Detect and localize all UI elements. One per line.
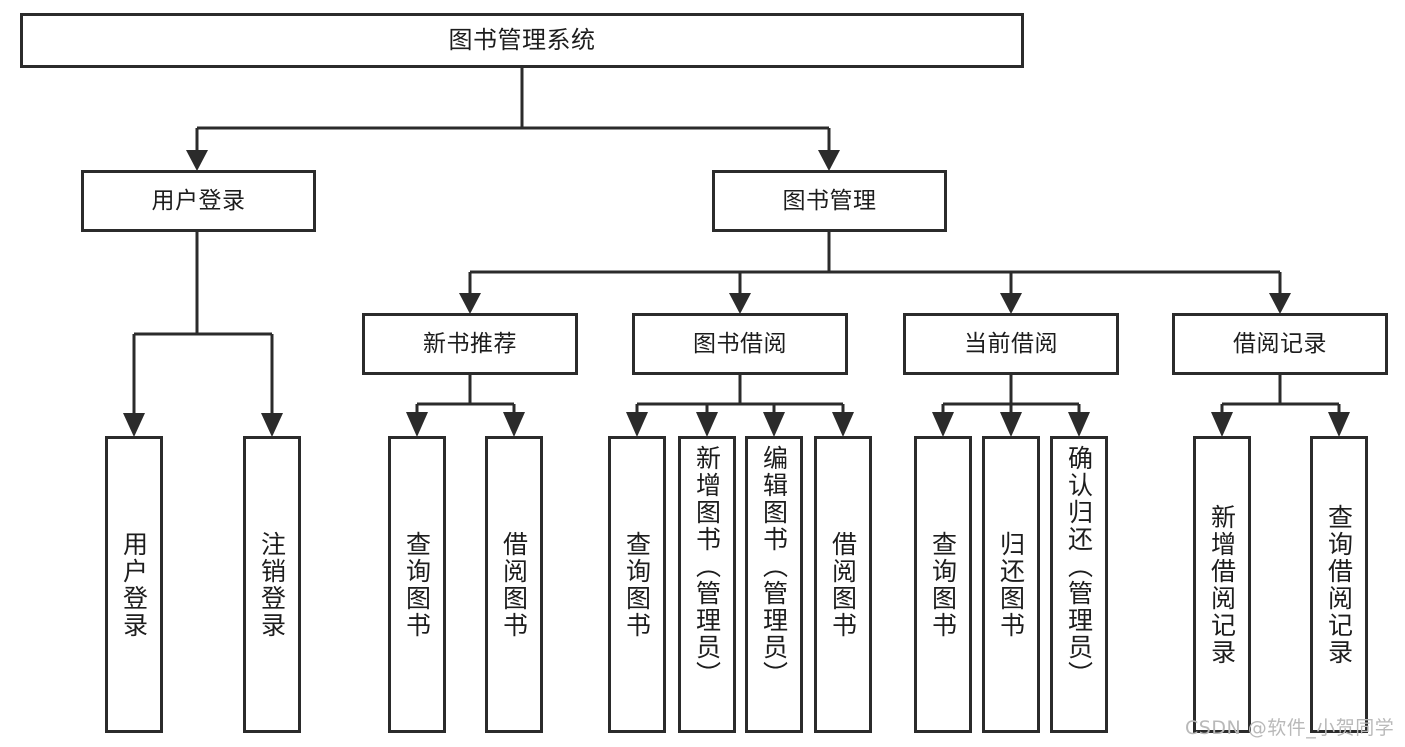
node-leaf-query-book-3[interactable]: 查询图书	[914, 436, 972, 733]
node-book-borrow-label: 图书借阅	[693, 330, 787, 357]
node-leaf-add-record-label: 新增借阅记录	[1207, 503, 1237, 666]
node-leaf-borrow-book-1-label: 借阅图书	[499, 530, 529, 639]
node-root[interactable]: 图书管理系统	[20, 13, 1024, 68]
node-user-login[interactable]: 用户登录	[81, 170, 316, 232]
node-new-book-rec-label: 新书推荐	[423, 330, 517, 357]
node-leaf-borrow-book-2-label: 借阅图书	[828, 530, 858, 639]
node-user-login-label: 用户登录	[151, 187, 246, 214]
node-borrow-record-label: 借阅记录	[1233, 330, 1327, 357]
node-leaf-logout[interactable]: 注销登录	[243, 436, 301, 733]
node-leaf-logout-label: 注销登录	[257, 530, 287, 639]
node-new-book-rec[interactable]: 新书推荐	[362, 313, 578, 375]
node-root-label: 图书管理系统	[448, 25, 596, 54]
node-leaf-borrow-book-2[interactable]: 借阅图书	[814, 436, 872, 733]
node-leaf-query-book-2[interactable]: 查询图书	[608, 436, 666, 733]
node-leaf-add-record[interactable]: 新增借阅记录	[1193, 436, 1251, 733]
node-current-borrow-label: 当前借阅	[964, 330, 1058, 357]
node-leaf-borrow-book-1[interactable]: 借阅图书	[485, 436, 543, 733]
node-leaf-query-book-1[interactable]: 查询图书	[388, 436, 446, 733]
node-leaf-query-record-label: 查询借阅记录	[1324, 503, 1354, 666]
node-leaf-user-login-label: 用户登录	[119, 530, 149, 639]
node-leaf-confirm-return-label: 确认归还（管理员）	[1064, 445, 1094, 688]
node-leaf-query-book-1-label: 查询图书	[402, 530, 432, 639]
node-leaf-return-book-label: 归还图书	[996, 530, 1026, 639]
node-leaf-query-record[interactable]: 查询借阅记录	[1310, 436, 1368, 733]
node-current-borrow[interactable]: 当前借阅	[903, 313, 1119, 375]
node-leaf-query-book-2-label: 查询图书	[622, 530, 652, 639]
node-leaf-edit-book-label: 编辑图书（管理员）	[759, 445, 789, 688]
node-book-borrow[interactable]: 图书借阅	[632, 313, 848, 375]
node-leaf-edit-book[interactable]: 编辑图书（管理员）	[745, 436, 803, 733]
node-leaf-add-book[interactable]: 新增图书（管理员）	[678, 436, 736, 733]
node-book-manage[interactable]: 图书管理	[712, 170, 947, 232]
node-leaf-confirm-return[interactable]: 确认归还（管理员）	[1050, 436, 1108, 733]
node-book-manage-label: 图书管理	[782, 187, 877, 214]
node-leaf-query-book-3-label: 查询图书	[928, 530, 958, 639]
node-borrow-record[interactable]: 借阅记录	[1172, 313, 1388, 375]
node-leaf-return-book[interactable]: 归还图书	[982, 436, 1040, 733]
node-leaf-add-book-label: 新增图书（管理员）	[692, 445, 722, 688]
csdn-watermark: CSDN @软件_小贺同学	[1185, 717, 1395, 739]
node-leaf-user-login[interactable]: 用户登录	[105, 436, 163, 733]
